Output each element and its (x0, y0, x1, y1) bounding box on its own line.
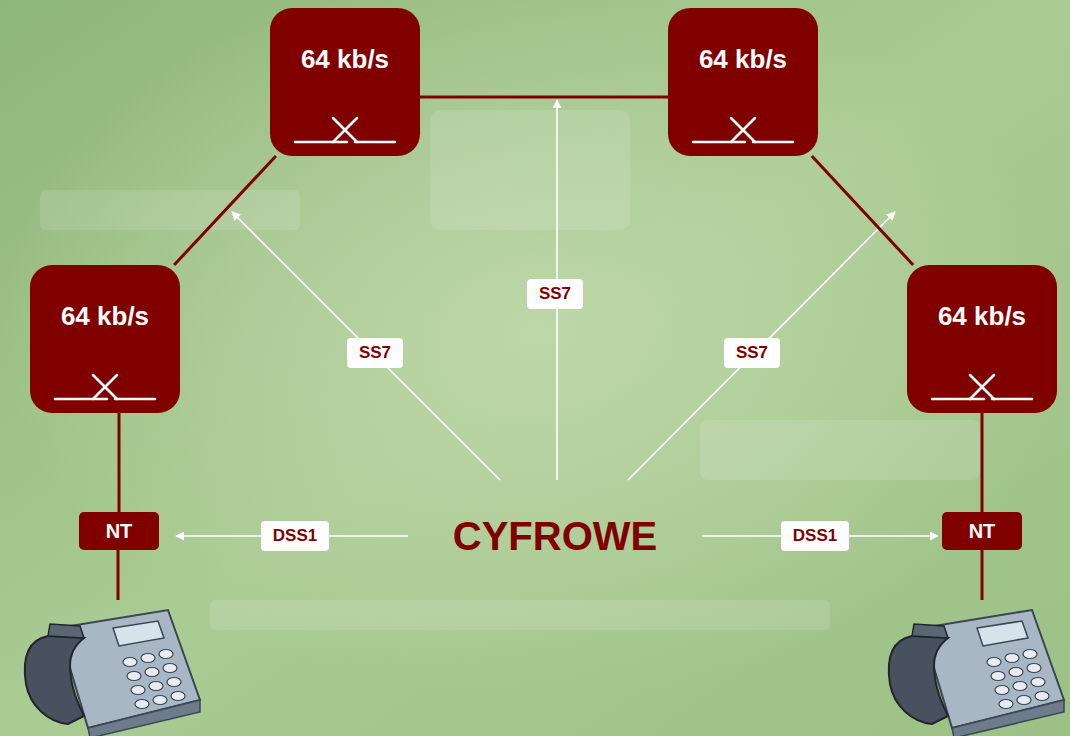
protocol-tag: SS7 (724, 338, 780, 368)
network-terminal-box: NT (79, 512, 159, 550)
switch-box: 64 kb/s (30, 265, 180, 413)
pointer-arrows (176, 100, 938, 536)
switch-cross (93, 375, 117, 399)
heading-word: CYFROWE (453, 513, 657, 559)
bitrate-text: 64 kb/s (270, 44, 420, 74)
switch-cross (93, 375, 117, 399)
telephone-icon (889, 610, 1064, 736)
pointer-arrow (232, 212, 500, 480)
pointer-arrow (628, 212, 895, 480)
switch-cross (970, 375, 994, 399)
network-terminal-box: NT (942, 512, 1022, 550)
switch-box: 64 kb/s (668, 8, 818, 156)
telephone-icon (25, 610, 200, 736)
texture-band (430, 110, 630, 230)
phone-handset (25, 636, 84, 724)
trunk-line (118, 413, 121, 512)
switch-box: 64 kb/s (270, 8, 420, 156)
switch-line (932, 398, 984, 401)
switch-cross (731, 118, 755, 142)
switch-cross (970, 375, 994, 399)
bitrate-text: 64 kb/s (30, 301, 180, 331)
protocol-tag: DSS1 (781, 521, 849, 551)
node-label: NT (942, 519, 1022, 543)
protocol-tag: SS7 (527, 279, 583, 309)
switch-line (115, 398, 155, 401)
background-texture (40, 110, 980, 630)
texture-band (700, 420, 980, 480)
switch-line (55, 398, 107, 401)
bitrate-text: 64 kb/s (668, 44, 818, 74)
switch-line (753, 141, 793, 144)
switch-line (295, 141, 347, 144)
texture-band (40, 190, 300, 230)
trunk-line (981, 413, 984, 512)
switch-line (693, 141, 745, 144)
phone-handset-end (48, 624, 84, 638)
phone-base (88, 700, 200, 736)
trunk-line (174, 156, 276, 265)
switch-cross (333, 118, 357, 142)
trunk-line (812, 156, 913, 265)
protocol-tag: SS7 (347, 338, 403, 368)
switch-box: 64 kb/s (907, 265, 1057, 413)
switch-symbol (668, 8, 818, 156)
switch-line (992, 398, 1032, 401)
bitrate-text: 64 kb/s (907, 301, 1057, 331)
switch-cross (333, 118, 357, 142)
phone-keypad (123, 650, 185, 709)
texture-band (210, 600, 830, 630)
switch-symbol (270, 8, 420, 156)
switch-cross (731, 118, 755, 142)
protocol-tag: DSS1 (261, 521, 329, 551)
phone-wire (117, 550, 120, 600)
switch-symbol (30, 265, 180, 413)
node-label: NT (79, 519, 159, 543)
switch-line (355, 141, 395, 144)
trunk-line (420, 96, 668, 99)
switch-symbol (907, 265, 1057, 413)
phone-display (113, 621, 164, 646)
phone-wire (981, 550, 984, 600)
